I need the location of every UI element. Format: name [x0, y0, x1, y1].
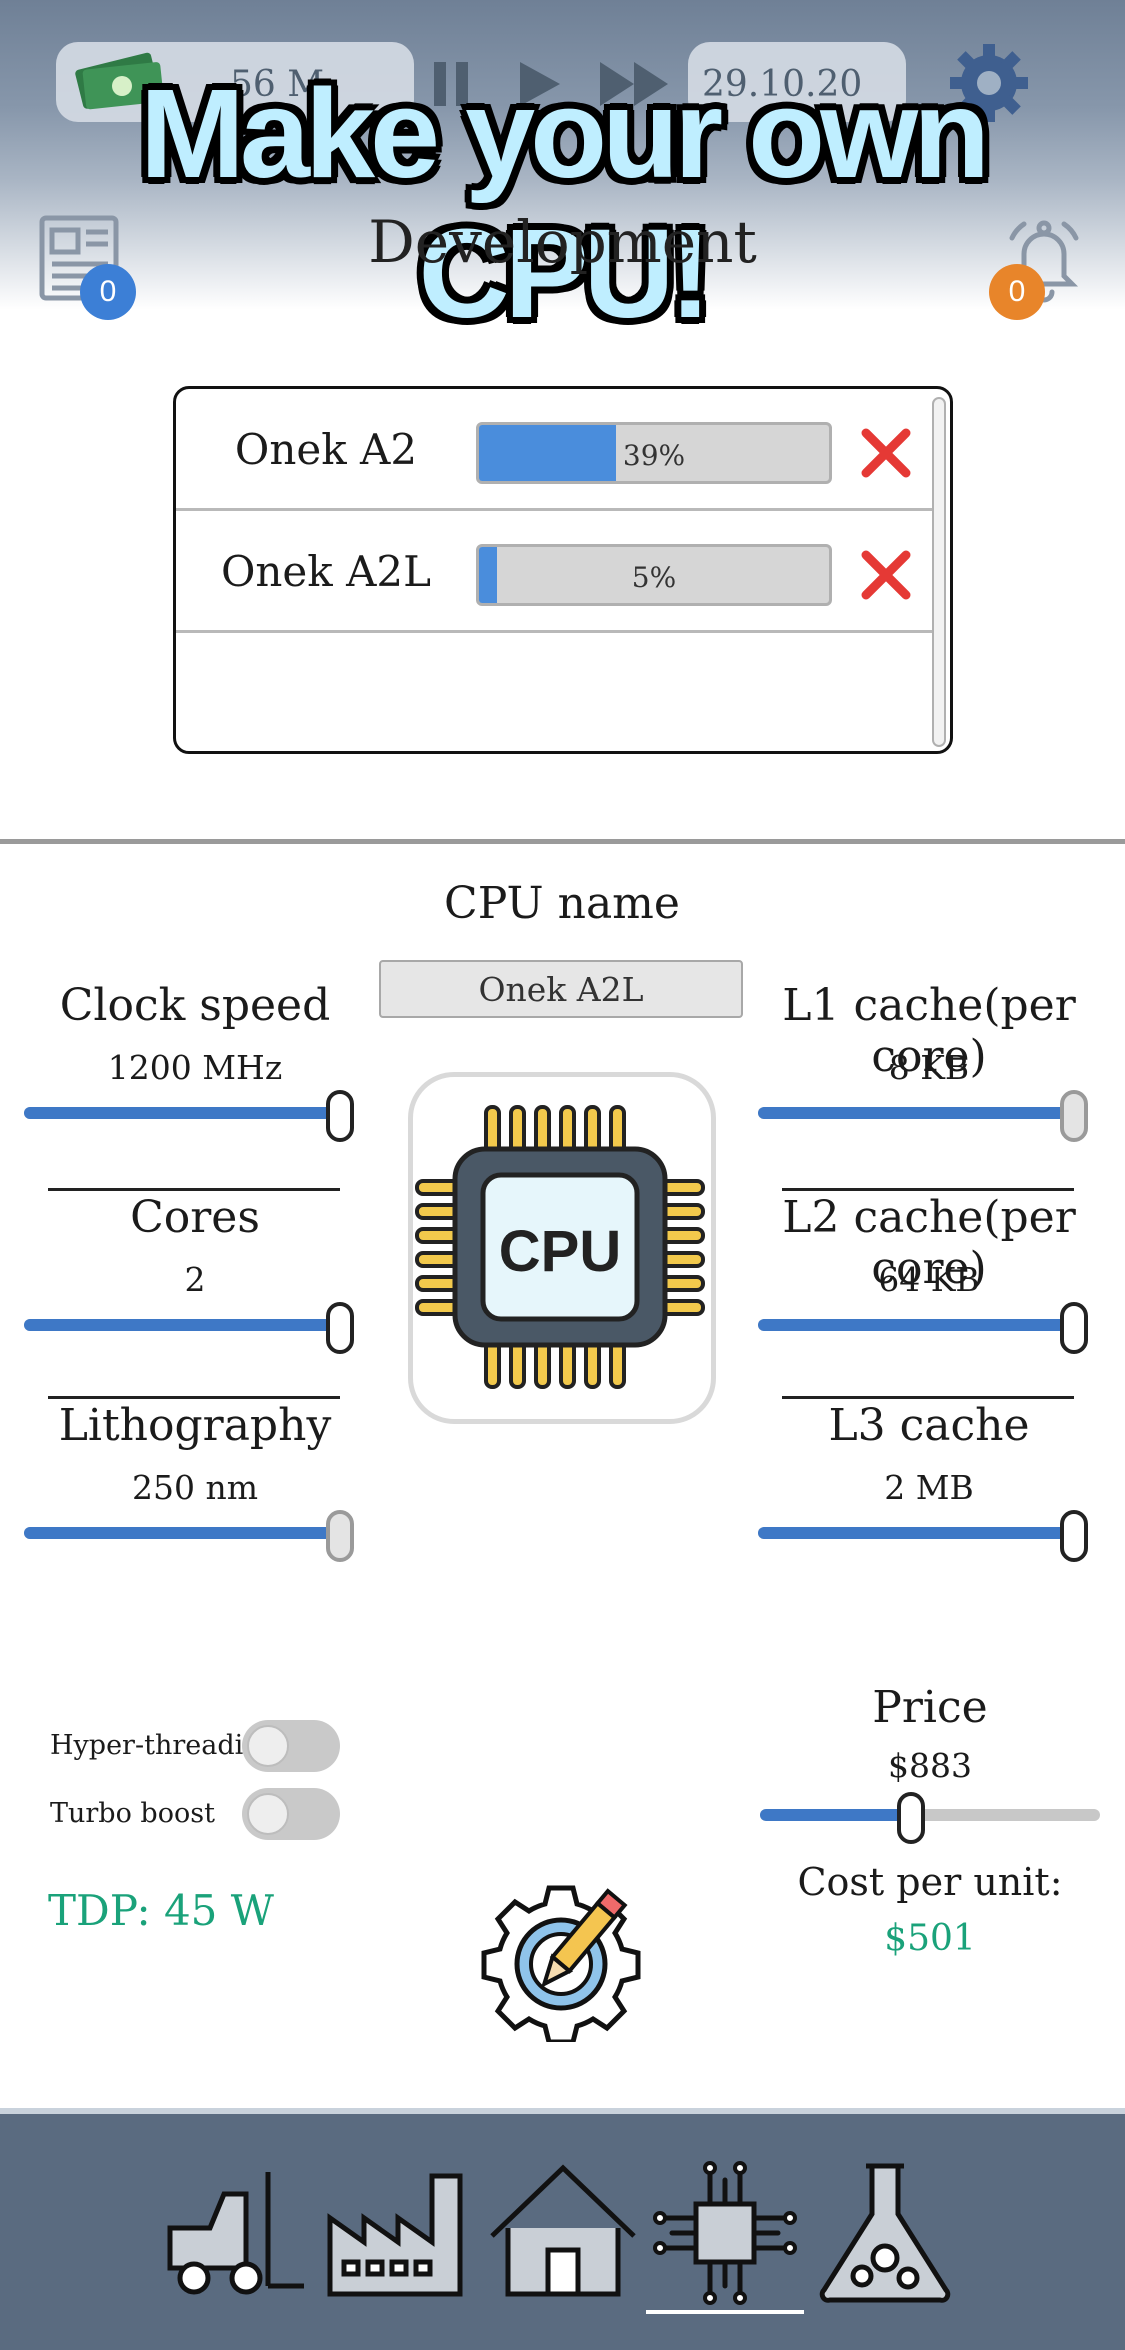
money-icon — [75, 52, 164, 110]
flask-icon[interactable] — [810, 2158, 960, 2308]
newspaper-icon[interactable] — [28, 208, 128, 308]
turbo-boost-label: Turbo boost — [50, 1798, 215, 1829]
section-divider — [0, 839, 1125, 844]
gear-icon[interactable] — [946, 40, 1032, 126]
l1-cache-value: 8 KB — [888, 1048, 970, 1087]
clock-speed-slider[interactable] — [24, 1090, 354, 1142]
cpu-name-input[interactable] — [379, 960, 743, 1018]
development-queue-list[interactable]: Onek A2 39% Onek A2L 5% — [173, 386, 953, 754]
project-name: Onek A2 — [234, 425, 418, 474]
bottom-nav — [0, 2108, 1125, 2350]
money-value: 56 M — [230, 64, 325, 105]
list-item: Onek A2 39% — [176, 389, 932, 511]
cpu-name-label: CPU name — [444, 878, 680, 929]
chip-label: CPU — [499, 1219, 621, 1284]
clock-speed-value: 1200 MHz — [107, 1048, 283, 1087]
clock-speed-label: Clock speed — [59, 980, 331, 1031]
date-value: 29.10.20 — [702, 64, 863, 105]
progress-bar: 39% — [476, 422, 832, 484]
turbo-boost-toggle[interactable] — [242, 1788, 340, 1840]
l3-cache-label: L3 cache — [828, 1400, 1030, 1451]
project-name: Onek A2L — [220, 547, 432, 596]
close-icon[interactable] — [858, 547, 914, 603]
cores-label: Cores — [130, 1192, 260, 1243]
progress-bar: 5% — [476, 544, 832, 606]
slider-thumb[interactable] — [326, 1302, 354, 1354]
cpu-chip-icon: CPU — [415, 1105, 705, 1389]
l2-cache-slider[interactable] — [758, 1302, 1088, 1354]
house-icon[interactable] — [488, 2158, 638, 2308]
lithography-label: Lithography — [58, 1400, 332, 1451]
active-tab-indicator — [646, 2310, 804, 2314]
slider-thumb[interactable] — [326, 1090, 354, 1142]
separator — [782, 1396, 1074, 1399]
pause-icon[interactable] — [428, 60, 478, 108]
cores-value: 2 — [184, 1260, 206, 1299]
forklift-icon[interactable] — [160, 2158, 310, 2308]
hyper-threading-toggle[interactable] — [242, 1720, 340, 1772]
list-item: Onek A2L 5% — [176, 511, 932, 633]
lithography-slider[interactable] — [24, 1510, 354, 1562]
slider-thumb[interactable] — [1060, 1302, 1088, 1354]
notifications-count-badge: 0 — [989, 264, 1045, 320]
price-slider[interactable] — [760, 1792, 1100, 1844]
price-value: $883 — [888, 1746, 972, 1785]
slider-thumb[interactable] — [1060, 1510, 1088, 1562]
slider-thumb[interactable] — [1060, 1090, 1088, 1142]
l2-cache-value: 64 KB — [878, 1260, 980, 1299]
l2-cache-label: L2 cache(per core) — [782, 1192, 1076, 1294]
gear-pencil-icon[interactable] — [476, 1872, 646, 2042]
close-icon[interactable] — [858, 425, 914, 481]
separator — [782, 1188, 1074, 1191]
date-panel — [688, 42, 906, 122]
price-label: Price — [872, 1682, 988, 1733]
top-bar-fade — [0, 180, 1125, 310]
l1-cache-label: L1 cache(per core) — [782, 980, 1076, 1082]
hyper-threading-label: Hyper-threading — [50, 1730, 278, 1761]
progress-label: 5% — [631, 561, 677, 594]
factory-icon[interactable] — [322, 2158, 472, 2308]
separator — [48, 1396, 340, 1399]
l3-cache-slider[interactable] — [758, 1510, 1088, 1562]
circuit-icon[interactable] — [650, 2158, 800, 2308]
slider-thumb[interactable] — [897, 1792, 926, 1844]
promo-banner: Make your own CPU! — [139, 63, 990, 344]
news-count-badge: 0 — [80, 264, 136, 320]
cost-per-unit-label: Cost per unit: — [797, 1860, 1063, 1904]
cores-slider[interactable] — [24, 1302, 354, 1354]
progress-fill — [479, 547, 497, 603]
cpu-preview-card: CPU — [408, 1072, 716, 1424]
tdp-value: TDP: 45 W — [48, 1886, 274, 1935]
l1-cache-slider[interactable] — [758, 1090, 1088, 1142]
cost-per-unit-value: $501 — [884, 1918, 976, 1959]
fast-forward-icon[interactable] — [596, 60, 676, 108]
scrollbar[interactable] — [932, 397, 946, 747]
progress-fill — [479, 425, 616, 481]
lithography-value: 250 nm — [131, 1468, 259, 1507]
l3-cache-value: 2 MB — [884, 1468, 974, 1507]
progress-label: 39% — [622, 439, 686, 472]
page-title: Development — [368, 208, 757, 276]
slider-thumb[interactable] — [326, 1510, 354, 1562]
play-icon[interactable] — [514, 60, 564, 108]
separator — [48, 1188, 340, 1191]
